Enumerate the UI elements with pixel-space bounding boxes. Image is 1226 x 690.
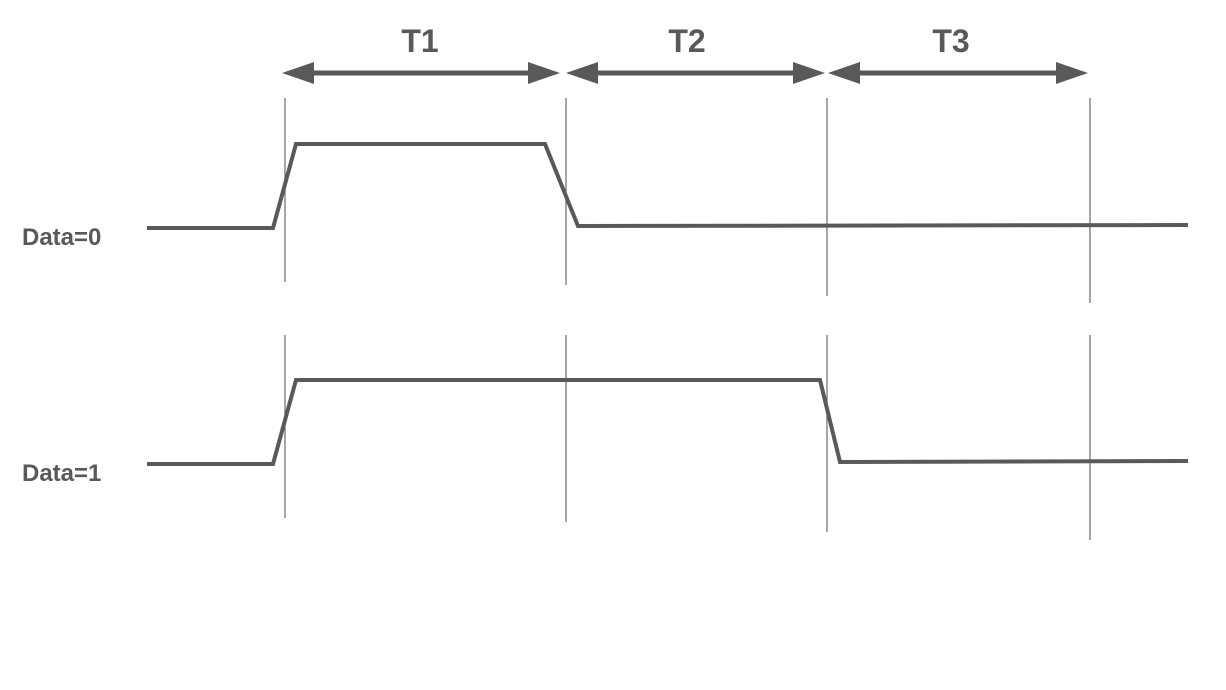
signal-label-data1: Data=1 bbox=[22, 460, 101, 487]
period-arrow-t1 bbox=[282, 62, 560, 84]
waveform-data0 bbox=[147, 142, 1189, 230]
period-label-t1: T1 bbox=[401, 23, 438, 59]
period-arrow-t3 bbox=[828, 62, 1088, 84]
signal-label-data0: Data=0 bbox=[22, 224, 101, 251]
period-label-t3: T3 bbox=[932, 23, 969, 59]
period-arrow-t2 bbox=[566, 62, 825, 84]
waveform-data1 bbox=[147, 378, 1189, 466]
period-label-t2: T2 bbox=[668, 23, 705, 59]
